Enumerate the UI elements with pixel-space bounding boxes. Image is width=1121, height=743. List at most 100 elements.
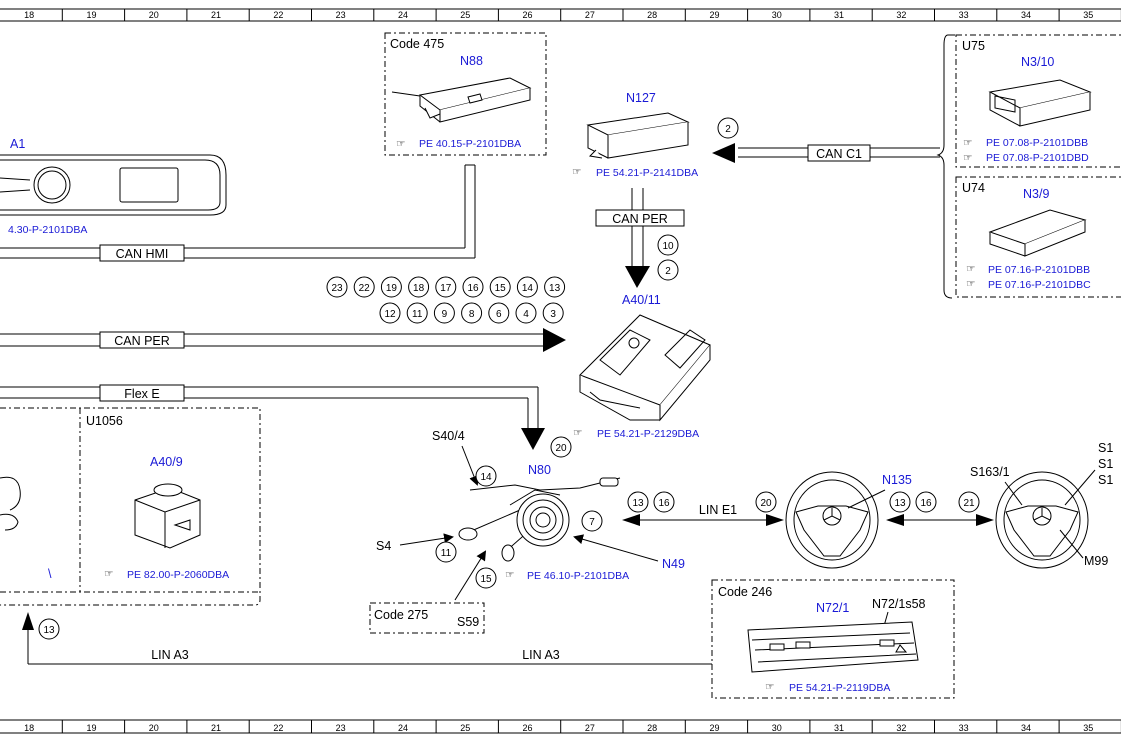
u1056-code: U1056 [86, 414, 123, 428]
ruler-top-label: 35 [1083, 10, 1093, 20]
n135-wheel-drawing [785, 471, 879, 569]
can-per-vertical-label: CAN PER [612, 212, 668, 226]
n80-label: N80 [528, 463, 551, 477]
u74-box [955, 176, 1121, 298]
u75-label: N3/10 [1021, 55, 1054, 69]
connector-7 [581, 510, 603, 532]
lin-wheel-link [886, 514, 994, 526]
ruler-bottom-label: 20 [149, 723, 159, 733]
u75-ref-2[interactable]: PE 07.08-P-2101DBD [986, 152, 1089, 164]
n80-ref[interactable]: PE 46.10-P-2101DBA [527, 570, 629, 582]
connector-row2-label: 4 [523, 309, 529, 320]
svg-text:15: 15 [480, 574, 492, 585]
n135-label: N135 [882, 473, 912, 487]
u74-doc-icon-1: ☞ [966, 263, 975, 275]
ruler-top-label: 26 [523, 10, 533, 20]
connector-16b [915, 491, 937, 513]
a1-ref[interactable]: 4.30-P-2101DBA [8, 224, 87, 236]
n721-ref[interactable]: PE 54.21-P-2119DBA [789, 682, 890, 694]
connector-row2-label: 6 [496, 309, 502, 320]
connector-2-mid [657, 259, 679, 281]
a409-actuator-drawing [134, 483, 201, 549]
svg-text:2: 2 [725, 124, 731, 135]
svg-text:21: 21 [963, 498, 975, 509]
code275-box [369, 602, 485, 634]
n88-label: N88 [460, 54, 483, 68]
svg-text:20: 20 [760, 498, 772, 509]
ruler-top-label: 25 [460, 10, 470, 20]
s1631-label: S163/1 [970, 465, 1010, 479]
ruler-bottom-label: 28 [647, 723, 657, 733]
a4011-ref[interactable]: PE 54.21-P-2129DBA [597, 428, 699, 440]
connector-row2 [488, 302, 510, 324]
lin-a3-left-label: LIN A3 [151, 648, 189, 662]
ruler-bottom-label: 31 [834, 723, 844, 733]
can-c1-bus: CAN C1 [712, 143, 940, 163]
connector-13a [627, 491, 649, 513]
lin-e1-bus: LIN E1 [622, 503, 784, 526]
connector-row2-label: 3 [550, 309, 556, 320]
u75-doc-icon-1: ☞ [963, 137, 972, 149]
n721-label: N72/1 [816, 601, 849, 615]
wheel2-drawing [995, 471, 1089, 569]
svg-text:13: 13 [632, 498, 644, 509]
ruler-bottom-label: 35 [1083, 723, 1093, 733]
svg-text:7: 7 [589, 517, 595, 528]
connector-row1-label: 13 [549, 283, 561, 294]
n49-label: N49 [662, 557, 685, 571]
ruler-top-label: 21 [211, 10, 221, 20]
flex-e-bus: Flex E [0, 384, 545, 450]
connector-13c [38, 618, 60, 640]
connector-2-top [717, 117, 739, 139]
ruler-top-label: 20 [149, 10, 159, 20]
a409-doc-icon: ☞ [104, 568, 113, 580]
u74-ref-2[interactable]: PE 07.16-P-2101DBC [988, 279, 1091, 291]
ruler-bottom-label: 18 [24, 723, 34, 733]
connector-row1-label: 18 [413, 283, 425, 294]
code275-label: Code 275 [374, 608, 428, 622]
svg-text:13: 13 [43, 625, 55, 636]
connector-row2 [379, 302, 401, 324]
n88-code: Code 475 [390, 37, 444, 51]
svg-text:10: 10 [662, 241, 674, 252]
connector-row1-label: 15 [495, 283, 507, 294]
svg-text:16: 16 [658, 498, 670, 509]
connector-row2 [406, 302, 428, 324]
connector-11 [435, 541, 457, 563]
n88-doc-icon: ☞ [396, 138, 405, 150]
m99-label: M99 [1084, 554, 1108, 568]
ruler-bottom-label: 22 [273, 723, 283, 733]
a409-ref[interactable]: PE 82.00-P-2060DBA [127, 569, 229, 581]
a4011-label: A40/11 [622, 293, 661, 307]
connector-row2-label: 12 [384, 309, 396, 320]
n88-ref[interactable]: PE 40.15-P-2101DBA [419, 138, 521, 150]
ruler-bottom-label: 34 [1021, 723, 1031, 733]
connector-row1 [462, 276, 484, 298]
n127-ref[interactable]: PE 54.21-P-2141DBA [596, 167, 698, 179]
n80-doc-icon: ☞ [505, 569, 514, 581]
s4-label: S4 [376, 539, 391, 553]
ruler-top-label: 27 [585, 10, 595, 20]
u75-box [955, 34, 1121, 168]
connector-row1-label: 17 [440, 283, 452, 294]
n721-panel-drawing [747, 621, 919, 673]
u74-ecu-drawing [988, 209, 1087, 257]
s404-label: S40/4 [432, 429, 465, 443]
s1-label-c: S1 [1098, 473, 1113, 487]
left-partial-drawing [0, 476, 21, 531]
connector-15 [475, 567, 497, 589]
n88-code-box [384, 32, 547, 156]
connector-20b [755, 491, 777, 513]
a4011-doc-icon: ☞ [573, 427, 582, 439]
s1-label-a: S1 [1098, 441, 1113, 455]
u75-ref-1[interactable]: PE 07.08-P-2101DBB [986, 137, 1088, 149]
u74-ref-1[interactable]: PE 07.16-P-2101DBB [988, 264, 1090, 276]
n721-doc-icon: ☞ [765, 681, 774, 693]
svg-text:14: 14 [480, 472, 492, 483]
ruler-top-label: 29 [709, 10, 719, 20]
connector-row1 [326, 276, 348, 298]
svg-text:2: 2 [665, 266, 671, 277]
u74-doc-icon-2: ☞ [966, 278, 975, 290]
ruler-bottom-label: 32 [896, 723, 906, 733]
